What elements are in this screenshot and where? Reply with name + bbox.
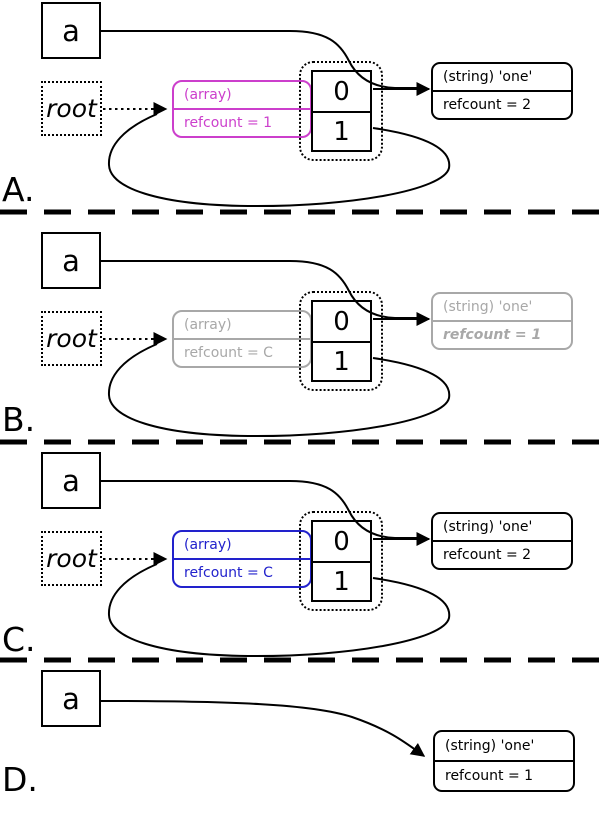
array-node: (array) refcount = C (172, 530, 312, 588)
root-box: root (41, 531, 102, 586)
variable-box-a: a (41, 232, 101, 289)
cell-0: 0 (313, 72, 370, 113)
string-refcount-label: refcount = 2 (443, 547, 532, 563)
string-node: (string) 'one' refcount = 2 (431, 512, 573, 570)
root-box: root (41, 311, 102, 366)
string-refcount-label: refcount = 1 (443, 327, 542, 343)
array-type-label: (array) (174, 312, 310, 340)
array-cells-node: 0 1 (311, 70, 372, 152)
string-type-label: (string) 'one' (435, 732, 573, 762)
string-refcount-label: refcount = 2 (443, 97, 532, 113)
cell-1: 1 (333, 567, 350, 597)
root-box: root (41, 81, 102, 136)
cell-1: 1 (333, 347, 350, 377)
string-node: (string) 'one' refcount = 1 (431, 292, 573, 350)
section-label: B. (2, 400, 36, 439)
array-refcount-label: refcount = C (184, 345, 273, 361)
array-cells-node: 0 1 (311, 520, 372, 602)
array-refcount-label: refcount = 1 (184, 115, 273, 131)
array-cells-group: 0 1 (299, 61, 383, 161)
cell-0: 0 (313, 522, 370, 563)
array-refcount-label: refcount = C (184, 565, 273, 581)
variable-box-a: a (41, 670, 101, 727)
cell-1: 1 (333, 117, 350, 147)
array-cells-group: 0 1 (299, 511, 383, 611)
variable-box-a: a (41, 2, 101, 59)
array-cells-node: 0 1 (311, 300, 372, 382)
section-label: A. (2, 170, 35, 209)
string-type-label: (string) 'one' (433, 514, 571, 542)
section-b: a root (array) refcount = C 0 1 (string)… (0, 230, 614, 460)
section-c: a root (array) refcount = C 0 1 (string)… (0, 450, 614, 680)
variable-box-a: a (41, 452, 101, 509)
string-node: (string) 'one' refcount = 1 (433, 730, 575, 792)
cell-0: 0 (313, 302, 370, 343)
array-type-label: (array) (174, 532, 310, 560)
array-cells-group: 0 1 (299, 291, 383, 391)
section-d: a (string) 'one' refcount = 1 D. (0, 668, 614, 814)
section-label: C. (2, 620, 36, 659)
string-refcount-label: refcount = 1 (445, 768, 534, 784)
string-type-label: (string) 'one' (433, 294, 571, 322)
section-a: a root (array) refcount = 1 0 1 (string)… (0, 0, 614, 230)
section-label: D. (2, 760, 38, 799)
array-type-label: (array) (174, 82, 310, 110)
string-type-label: (string) 'one' (433, 64, 571, 92)
array-node: (array) refcount = C (172, 310, 312, 368)
string-node: (string) 'one' refcount = 2 (431, 62, 573, 120)
array-node: (array) refcount = 1 (172, 80, 312, 138)
